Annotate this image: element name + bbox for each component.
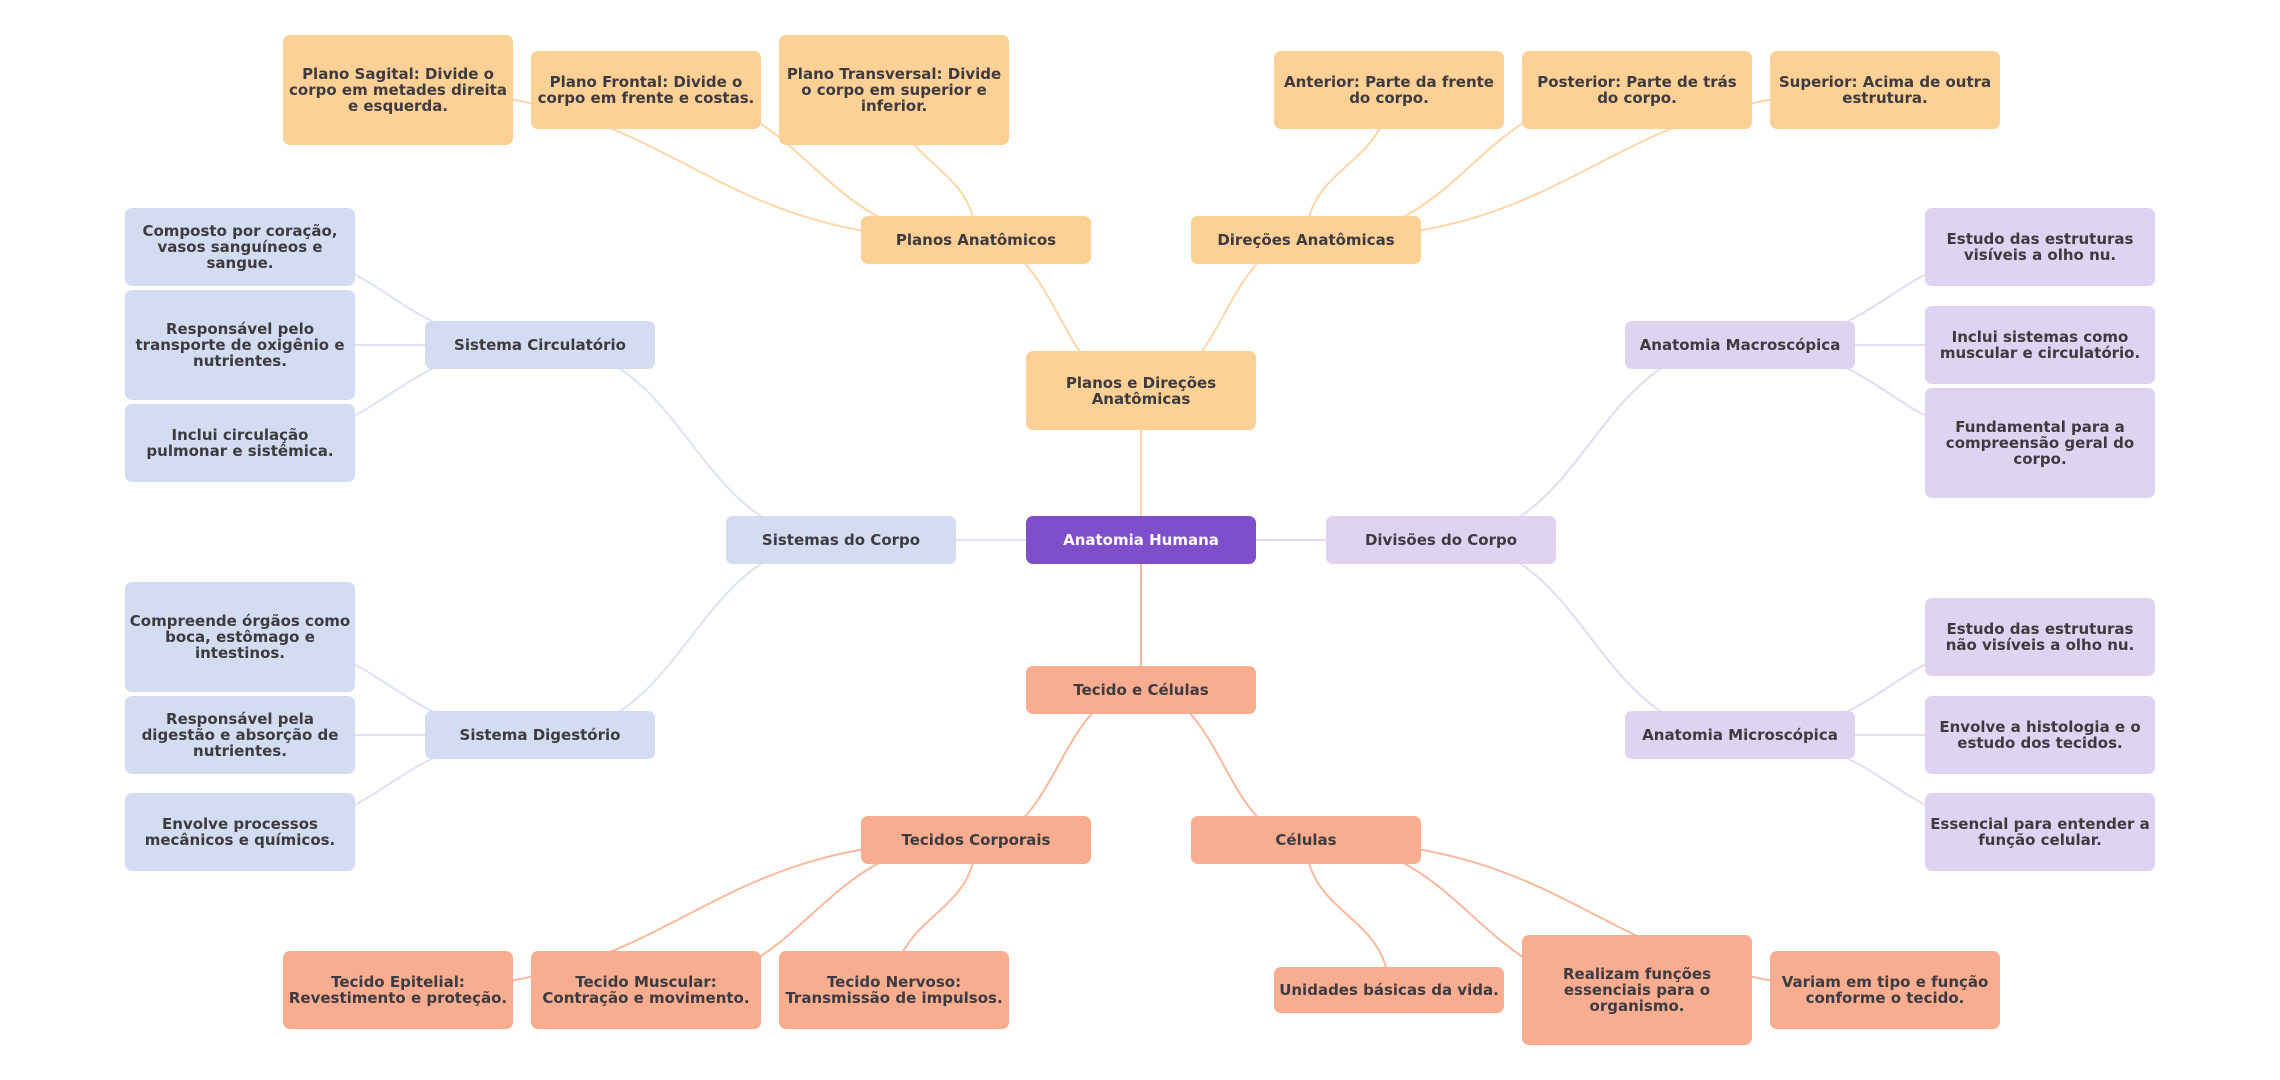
leaf-digestorio-orgaos[interactable]: Compreende órgãos como boca, estômago e …: [125, 582, 355, 692]
leaf-tecido-muscular[interactable]: Tecido Muscular: Contração e movimento.: [531, 951, 761, 1029]
root-node-label: Anatomia Humana: [1063, 531, 1219, 549]
leaf-tecido-nervoso[interactable]: Tecido Nervoso: Transmissão de impulsos.: [779, 951, 1009, 1029]
node-planos-anatomicos[interactable]: Planos Anatômicos: [861, 216, 1091, 264]
node-celulas[interactable]: Células: [1191, 816, 1421, 864]
node-label: Unidades básicas da vida.: [1279, 981, 1499, 999]
node-label: Superior: Acima de outra estrutura.: [1778, 73, 1992, 107]
leaf-anterior[interactable]: Anterior: Parte da frente do corpo.: [1274, 51, 1504, 129]
edge-sistemas-dig: [539, 539, 842, 736]
node-label: Responsável pela digestão e absorção de …: [141, 710, 339, 760]
node-label: Planos Anatômicos: [895, 231, 1057, 249]
leaf-circulatorio-composto[interactable]: Composto por coração, vasos sanguíneos e…: [125, 208, 355, 286]
edge-divisoes-macro: [1440, 344, 1741, 541]
node-label: Planos e Direções Anatômicas: [1065, 373, 1217, 408]
leaf-tecido-epitelial[interactable]: Tecido Epitelial: Revestimento e proteçã…: [283, 951, 513, 1029]
leaf-macro-sistemas[interactable]: Inclui sistemas como muscular e circulat…: [1925, 306, 2155, 384]
node-sistema-circulatorio[interactable]: Sistema Circulatório: [425, 321, 655, 369]
leaf-plano-frontal[interactable]: Plano Frontal: Divide o corpo em frente …: [531, 51, 761, 129]
node-label: Envolve a histologia e o estudo dos teci…: [1939, 718, 2141, 752]
node-label: Inclui sistemas como muscular e circulat…: [1939, 328, 2141, 362]
leaf-celulas-variam[interactable]: Variam em tipo e função conforme o tecid…: [1770, 951, 2000, 1029]
node-label: Essencial para entender a função celular…: [1930, 815, 2150, 849]
leaf-micro-essencial[interactable]: Essencial para entender a função celular…: [1925, 793, 2155, 871]
node-tecidos-corporais[interactable]: Tecidos Corporais: [861, 816, 1091, 864]
node-label: Tecido Muscular: Contração e movimento.: [542, 973, 750, 1007]
edge-cel-leaf-0: [1305, 839, 1390, 991]
node-label: Tecido Nervoso: Transmissão de impulsos.: [785, 973, 1003, 1007]
leaf-plano-sagital[interactable]: Plano Sagital: Divide o corpo em metades…: [283, 35, 513, 145]
node-label: Plano Transversal: Divide o corpo em sup…: [786, 65, 1002, 115]
node-label: Divisões do Corpo: [1364, 531, 1518, 549]
node-label: Tecidos Corporais: [901, 831, 1051, 849]
node-divisoes-do-corpo[interactable]: Divisões do Corpo: [1326, 516, 1556, 564]
node-label: Anatomia Microscópica: [1642, 726, 1838, 744]
leaf-circulatorio-transporte[interactable]: Responsável pelo transporte de oxigênio …: [125, 290, 355, 400]
node-label: Responsável pelo transporte de oxigênio …: [135, 320, 345, 370]
node-label: Compreende órgãos como boca, estômago e …: [129, 612, 351, 662]
node-anatomia-macroscopica[interactable]: Anatomia Macroscópica: [1625, 321, 1855, 369]
node-label: Tecido Epitelial: Revestimento e proteçã…: [288, 973, 508, 1007]
node-direcoes-anatomicas[interactable]: Direções Anatômicas: [1191, 216, 1421, 264]
node-label: Sistema Digestório: [459, 726, 621, 744]
leaf-plano-transversal[interactable]: Plano Transversal: Divide o corpo em sup…: [779, 35, 1009, 145]
node-label: Realizam funções essenciais para o organ…: [1562, 965, 1711, 1015]
node-label: Plano Frontal: Divide o corpo em frente …: [537, 73, 755, 107]
node-label: Sistemas do Corpo: [761, 531, 921, 549]
node-label: Composto por coração, vasos sanguíneos e…: [142, 222, 338, 272]
leaf-micro-estudo[interactable]: Estudo das estruturas não visíveis a olh…: [1925, 598, 2155, 676]
node-label: Células: [1275, 831, 1337, 849]
node-label: Inclui circulação pulmonar e sistêmica.: [146, 426, 334, 460]
leaf-macro-fundamental[interactable]: Fundamental para a compreensão geral do …: [1925, 388, 2155, 498]
leaf-circulatorio-pulmonar[interactable]: Inclui circulação pulmonar e sistêmica.: [125, 404, 355, 482]
node-sistema-digestorio[interactable]: Sistema Digestório: [425, 711, 655, 759]
node-label: Sistema Circulatório: [454, 336, 626, 354]
node-label: Direções Anatômicas: [1217, 231, 1395, 249]
leaf-macro-estudo[interactable]: Estudo das estruturas visíveis a olho nu…: [1925, 208, 2155, 286]
node-label: Estudo das estruturas não visíveis a olh…: [1945, 620, 2135, 654]
leaf-celulas-funcoes[interactable]: Realizam funções essenciais para o organ…: [1522, 935, 1752, 1045]
node-label: Anterior: Parte da frente do corpo.: [1284, 73, 1494, 107]
node-tecido-e-celulas[interactable]: Tecido e Células: [1026, 666, 1256, 714]
leaf-digestorio-processos[interactable]: Envolve processos mecânicos e químicos.: [125, 793, 355, 871]
node-sistemas-do-corpo[interactable]: Sistemas do Corpo: [726, 516, 956, 564]
node-label: Fundamental para a compreensão geral do …: [1945, 418, 2135, 468]
edge-sistemas-circ: [539, 344, 842, 541]
node-label: Anatomia Macroscópica: [1639, 336, 1841, 354]
leaf-posterior[interactable]: Posterior: Parte de trás do corpo.: [1522, 51, 1752, 129]
root-node[interactable]: Anatomia Humana: [1026, 516, 1256, 564]
node-label: Tecido e Células: [1073, 681, 1209, 699]
node-label: Estudo das estruturas visíveis a olho nu…: [1946, 230, 2134, 264]
node-anatomia-microscopica[interactable]: Anatomia Microscópica: [1625, 711, 1855, 759]
leaf-micro-histologia[interactable]: Envolve a histologia e o estudo dos teci…: [1925, 696, 2155, 774]
node-label: Posterior: Parte de trás do corpo.: [1537, 73, 1737, 107]
node-planos-e-direcoes[interactable]: Planos e Direções Anatômicas: [1026, 351, 1256, 430]
leaf-superior[interactable]: Superior: Acima de outra estrutura.: [1770, 51, 2000, 129]
node-label: Plano Sagital: Divide o corpo em metades…: [289, 65, 507, 115]
leaf-digestorio-absorcao[interactable]: Responsável pela digestão e absorção de …: [125, 696, 355, 774]
node-label: Variam em tipo e função conforme o tecid…: [1781, 973, 1989, 1007]
leaf-celulas-unidades[interactable]: Unidades básicas da vida.: [1274, 967, 1504, 1013]
edge-divisoes-micro: [1440, 539, 1741, 736]
node-label: Envolve processos mecânicos e químicos.: [144, 815, 336, 849]
